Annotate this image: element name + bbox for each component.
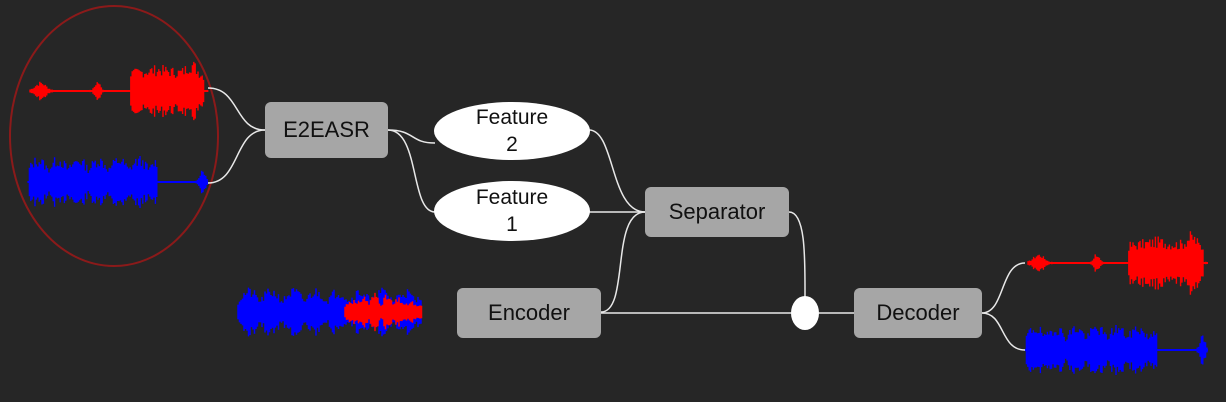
connector-red-to-e2easr — [207, 87, 266, 131]
connector-separator-to-junction — [788, 211, 806, 299]
connector-decoder-to-red — [981, 262, 1026, 314]
decoder-block: Decoder — [854, 288, 982, 338]
feature2-label: Feature — [475, 106, 549, 129]
connector-decoder-to-blue — [981, 312, 1026, 351]
connector-feature2-to-separator — [588, 129, 646, 213]
feature2-number: 2 — [506, 133, 518, 156]
feature1-node: Feature 1 — [434, 181, 590, 241]
connector-encoder-to-separator — [600, 211, 646, 313]
feature1-label: Feature — [475, 186, 549, 209]
connector-e2easr-to-feature2 — [387, 129, 436, 144]
waveform-red-icon — [1027, 231, 1208, 295]
waveform-red-icon — [29, 61, 209, 121]
separator-block: Separator — [645, 187, 789, 237]
multiply-junction-icon — [791, 296, 819, 330]
e2easr-block: E2EASR — [265, 102, 388, 158]
connectors — [207, 87, 1026, 351]
input-group-circle — [9, 5, 219, 267]
connector-e2easr-to-feature1 — [387, 129, 436, 213]
feature1-number: 1 — [506, 213, 518, 236]
waveform-blue-icon — [27, 156, 208, 208]
feature2-node: Feature 2 — [434, 102, 590, 160]
waveform-blue-icon — [1024, 325, 1208, 375]
mixed-waveform-icon — [344, 292, 423, 332]
connector-blue-to-e2easr — [207, 129, 266, 184]
encoder-block: Encoder — [457, 288, 601, 338]
